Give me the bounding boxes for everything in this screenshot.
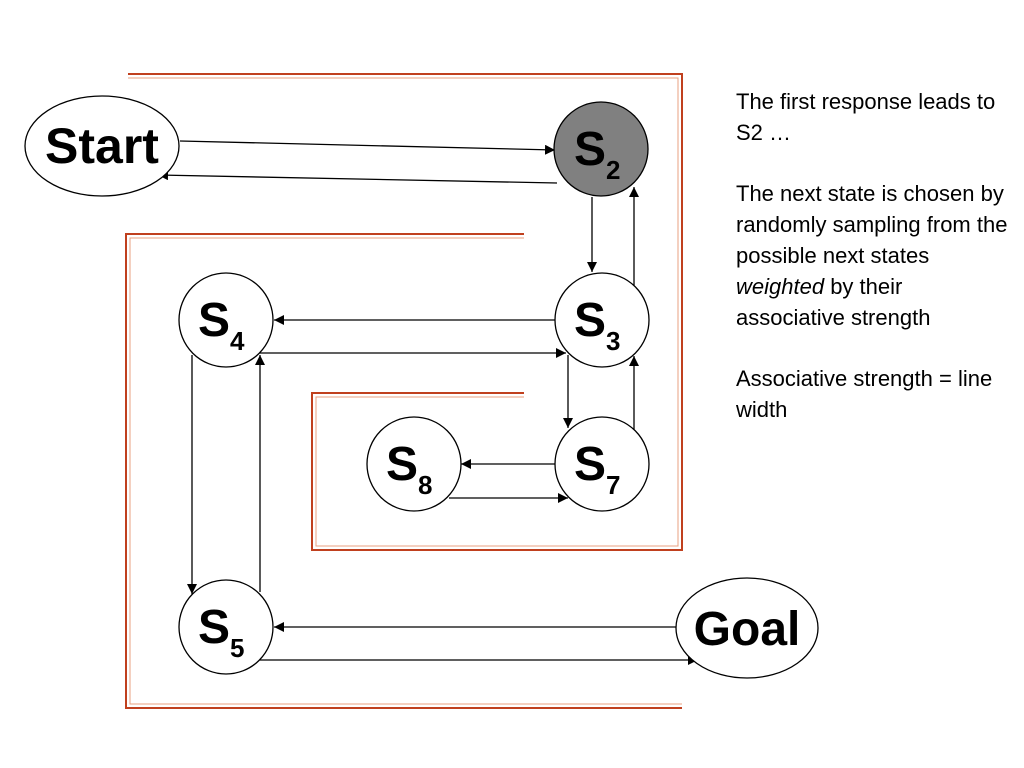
edges (157, 140, 698, 665)
node-s2-circle (553, 101, 649, 197)
node-s4: S4 (178, 272, 274, 368)
svg-text:S2: S2 (574, 123, 620, 185)
node-s8: S8 (366, 416, 462, 512)
explanation-text: The first response leads to S2 … The nex… (736, 86, 1016, 455)
svg-text:S7: S7 (574, 438, 620, 500)
node-s8-main: S (386, 438, 418, 491)
node-s7: S7 (554, 416, 650, 512)
node-goal-label: Goal (694, 603, 801, 656)
node-s4-main: S (198, 294, 230, 347)
svg-text:S8: S8 (386, 438, 432, 500)
node-s3-main: S (574, 294, 606, 347)
svg-text:S3: S3 (574, 294, 620, 356)
inner-wall (125, 233, 682, 709)
node-s4-sub: 4 (230, 326, 245, 356)
svg-text:S5: S5 (198, 601, 244, 663)
node-s2: S2 (553, 101, 649, 197)
node-s8-sub: 8 (418, 470, 432, 500)
note-next-state: The next state is chosen by randomly sam… (736, 178, 1016, 333)
node-start: Start (24, 95, 180, 197)
node-s5-sub: 5 (230, 633, 244, 663)
note-next-state-b: by their associative strength (736, 274, 931, 330)
node-s2-sub: 2 (606, 155, 620, 185)
maze-walls (125, 73, 683, 709)
node-s3-sub: 3 (606, 326, 620, 356)
edge-s2-start (157, 170, 558, 184)
node-s5-main: S (198, 601, 230, 654)
note-next-state-em: weighted (736, 274, 825, 299)
node-start-label: Start (45, 118, 159, 174)
note-next-state-a: The next state is chosen by randomly sam… (736, 181, 1008, 268)
edge-start-s2 (179, 140, 556, 155)
node-s7-sub: 7 (606, 470, 620, 500)
node-s3: S3 (554, 272, 650, 368)
svg-text:S4: S4 (198, 294, 245, 356)
note-associative-strength: Associative strength = line width (736, 366, 993, 422)
node-s2-main: S (574, 123, 606, 176)
node-s7-main: S (574, 438, 606, 491)
note-first-response: The first response leads to S2 … (736, 89, 996, 145)
node-s5: S5 (178, 579, 274, 675)
outer-wall (128, 73, 683, 551)
node-goal: Goal (675, 577, 819, 679)
